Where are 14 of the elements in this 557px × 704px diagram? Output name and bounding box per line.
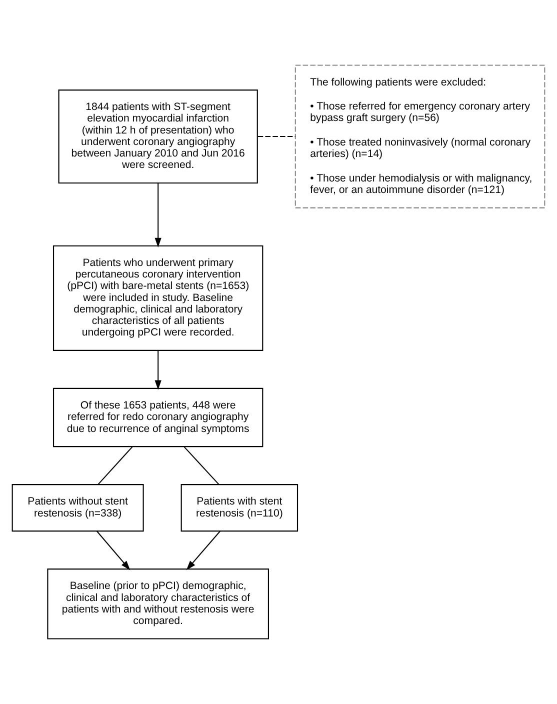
arrow	[186, 530, 221, 570]
node-box: Patients without stent restenosis (n=338)	[12, 484, 144, 532]
node-box: Patients with stent restenosis (n=110)	[180, 484, 298, 532]
connector	[258, 136, 296, 138]
node-box: Of these 1653 patients, 448 were referred for redo coronary angiography due to recurrence of anginal symptoms	[52, 388, 264, 448]
connector	[98, 446, 133, 485]
arrow	[154, 350, 162, 390]
node-box: Patients who underwent primary percutaneous coronary intervention (pPCI) with bare-metal stents (n=1653) were included in study. Baseline demographic, clinical and laboratory characteristics of all patients undergoing pPCI were recorded.	[52, 245, 264, 351]
node-box: 1844 patients with ST-segment elevation myocardial infarction (within 12 h of presentation) who underwent coronary angiography between January 2010 and Jun 2016 were screened.	[58, 90, 258, 184]
arrow	[96, 530, 130, 570]
arrow	[154, 183, 162, 248]
node-box: The following patients were excluded: • Those referred for emergency coronary artery bypass graft surgery (n=56) • Those treated noninvasively (normal coronary arteries) (n=14) • Those under hemodialysis or with malignancy, fever, or an autoimmune disorder (n=121)	[294, 64, 546, 208]
node-box: Baseline (prior to pPCI) demographic, clinical and laboratory characteristics of patients with and without restenosis were compared.	[47, 568, 269, 640]
connector	[184, 446, 220, 485]
